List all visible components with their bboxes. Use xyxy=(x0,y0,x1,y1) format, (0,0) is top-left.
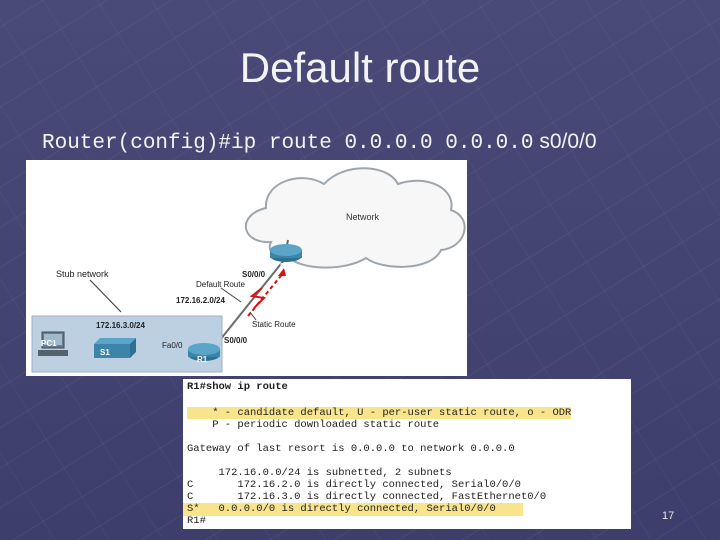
terminal-highlight: * - candidate default, U - per-user stat… xyxy=(187,407,572,419)
router-r2-label: R2 xyxy=(280,262,291,271)
network-cloud xyxy=(245,167,466,269)
terminal-line: P - periodic downloaded static route xyxy=(187,419,440,431)
terminal-line: 172.16.0.0/24 is subnetted, 2 subnets xyxy=(187,467,452,479)
r2-serial-label: S0/0/0 xyxy=(242,270,266,279)
terminal-line: Gateway of last resort is 0.0.0.0 to net… xyxy=(187,443,515,455)
slide-title: Default route xyxy=(239,44,481,91)
default-route-arrow xyxy=(247,271,285,317)
r1-serial-label: S0/0/0 xyxy=(224,336,248,345)
page-number: 17 xyxy=(662,510,675,522)
fa-interface-label: Fa0/0 xyxy=(162,341,183,350)
terminal-output: R1#show ip route * - candidate default, … xyxy=(183,379,631,529)
network-diagram: Network R2 R1 xyxy=(26,160,467,376)
terminal-line: * - candidate default, U - per-user stat… xyxy=(187,407,572,419)
static-pointer-line xyxy=(249,311,257,321)
pc1-label: PC1 xyxy=(41,339,57,348)
stub-pointer-line xyxy=(89,279,122,313)
router-r1-label: R1 xyxy=(197,355,208,364)
terminal-line: C 172.16.2.0 is directly connected, Seri… xyxy=(187,479,521,491)
terminal-line: R1# xyxy=(187,515,206,527)
stub-network-label: Stub network xyxy=(56,269,109,279)
topology-svg: Network R2 R1 xyxy=(31,167,466,373)
terminal-line: C 172.16.3.0 is directly connected, Fast… xyxy=(187,491,547,503)
default-pointer-line xyxy=(220,287,242,303)
command-line: Router(config)#ip route 0.0.0.0 0.0.0.0 … xyxy=(42,130,597,155)
static-route-label: Static Route xyxy=(252,320,296,329)
command-interface: s0/0/0 xyxy=(533,130,597,153)
router-r1-icon xyxy=(188,343,220,361)
serial-subnet-label: 172.16.2.0/24 xyxy=(176,296,225,305)
terminal-line: R1#show ip route xyxy=(187,381,288,393)
serial-link xyxy=(215,259,285,346)
pc1-icon xyxy=(38,331,68,356)
switch-s1-label: S1 xyxy=(100,348,110,357)
default-route-highlight xyxy=(183,503,523,516)
default-route-label: Default Route xyxy=(196,280,245,289)
command-text: Router(config)#ip route 0.0.0.0 0.0.0.0 xyxy=(42,132,534,155)
lan-subnet-label: 172.16.3.0/24 xyxy=(96,321,145,330)
switch-s1-icon xyxy=(94,338,136,358)
terminal-line: S* 0.0.0.0/0 is directly connected, Seri… xyxy=(187,503,496,515)
cloud-label: Network xyxy=(346,212,380,222)
router-r2-icon xyxy=(270,244,302,262)
default-route-arrowhead-icon xyxy=(278,268,286,276)
